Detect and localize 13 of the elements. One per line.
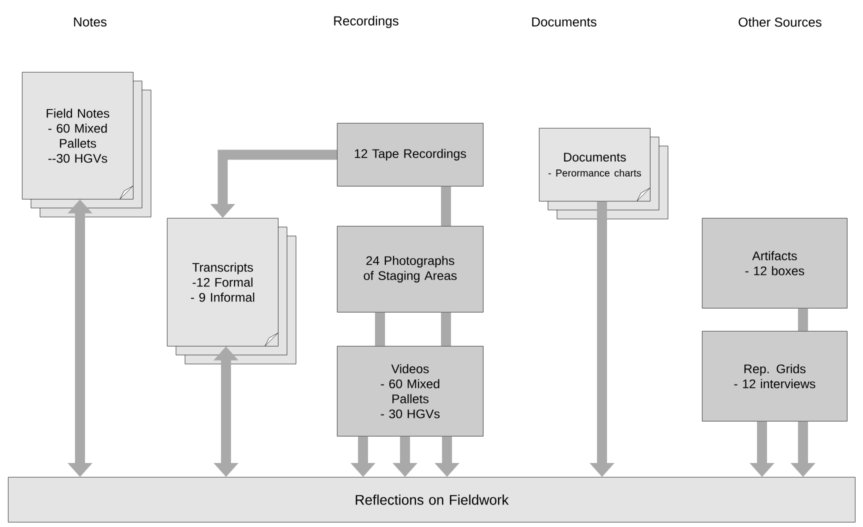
document-stack: Transcripts -12 Formal - 9 Informal — [167, 218, 296, 364]
column-heading: Other Sources — [738, 17, 822, 27]
process-box: Artifacts - 12 boxes — [702, 218, 848, 308]
document-stack: Documents - Perormance charts — [539, 128, 668, 220]
process-box: Rep. Grids - 12 interviews — [702, 331, 848, 422]
banner-box: Reflections on Fieldwork — [8, 477, 856, 522]
column-heading: Recordings — [334, 16, 398, 28]
process-box: 12 Tape Recordings — [337, 123, 484, 186]
process-box: 24 Photographs of Staging Areas — [337, 226, 484, 312]
column-heading: Documents — [532, 17, 596, 27]
column-heading: Notes — [74, 17, 107, 27]
process-box: Videos - 60 Mixed Pallets - 30 HGVs — [337, 346, 484, 436]
document-stack: Field Notes - 60 Mixed Pallets --30 HGVs — [22, 72, 152, 218]
